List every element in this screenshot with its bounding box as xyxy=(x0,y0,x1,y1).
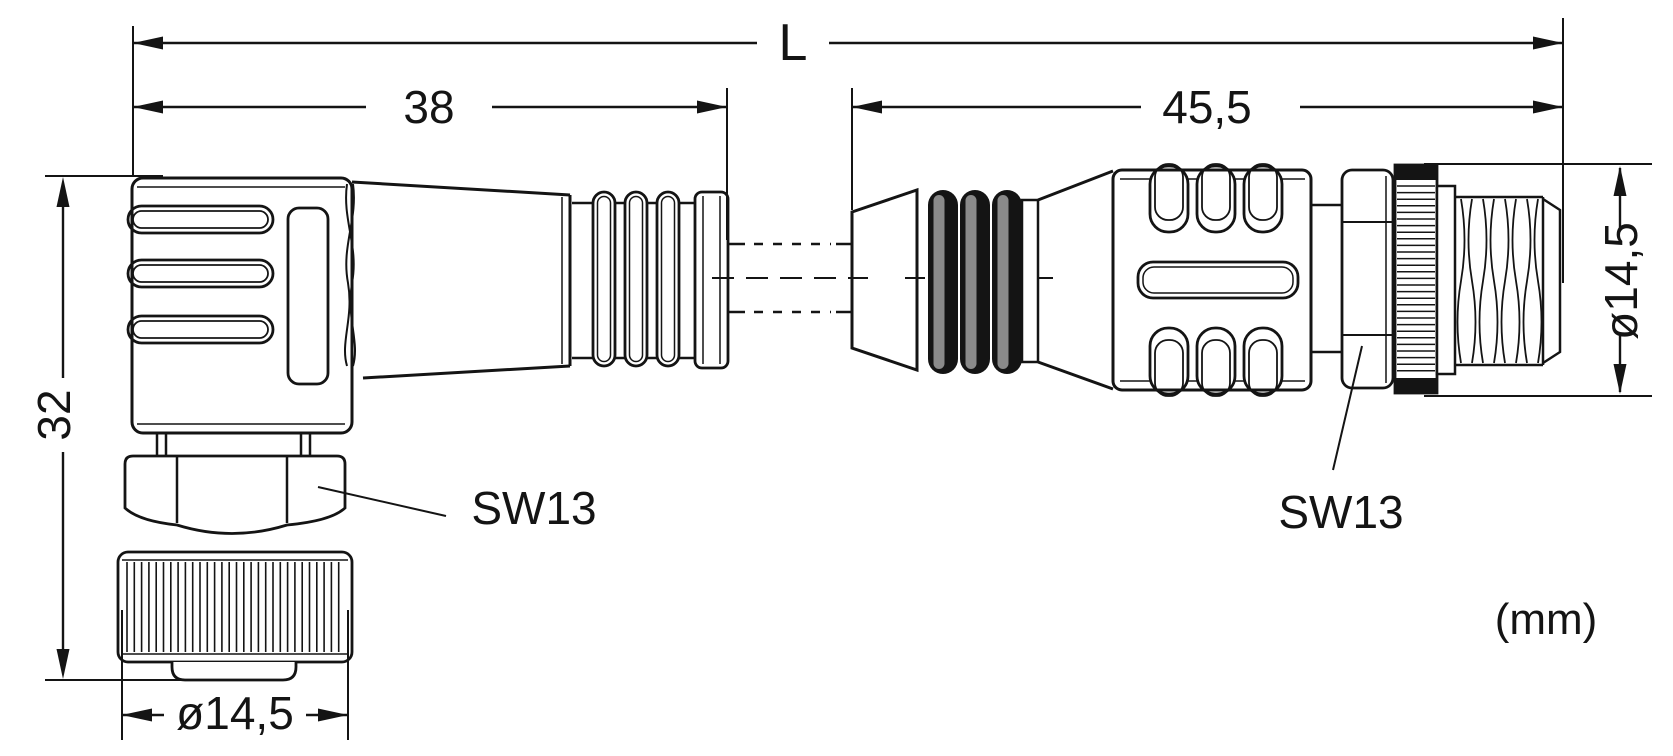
unit-note: (mm) xyxy=(1495,595,1598,644)
left-connector-clip xyxy=(343,183,357,367)
left-boot-ribs xyxy=(591,190,681,368)
label-left-wrench-size: SW13 xyxy=(471,482,596,534)
extension-lines xyxy=(45,18,1652,740)
right-boot-collar xyxy=(1020,198,1040,364)
right-coupling-hex xyxy=(1340,168,1395,390)
right-step-ring xyxy=(1435,184,1457,376)
right-boot-seal-rings xyxy=(928,190,1022,374)
right-knurled-ring xyxy=(1393,163,1439,395)
callout-left-wrench: SW13 xyxy=(317,482,597,534)
dim-label-right-diameter: ø14,5 xyxy=(1595,222,1647,340)
left-connector-neck xyxy=(155,433,312,457)
right-straight-connector xyxy=(850,163,1562,397)
right-boot-cone xyxy=(1037,169,1114,391)
left-knurled-ring xyxy=(116,550,354,664)
dimension-left-height: 32 xyxy=(28,177,80,679)
right-connector-neck xyxy=(1311,203,1342,354)
dim-label-right-length: 45,5 xyxy=(1162,81,1252,133)
dimension-left-length: 38 xyxy=(133,81,727,133)
callout-right-wrench: SW13 xyxy=(1278,345,1404,538)
dimension-left-diameter: ø14,5 xyxy=(122,687,348,739)
dimension-right-diameter: ø14,5 xyxy=(1595,166,1647,394)
left-connector-grip-slots xyxy=(126,204,275,345)
dimension-overall-length: L xyxy=(133,14,1563,72)
right-cable-boot xyxy=(850,187,919,373)
right-thread xyxy=(1455,195,1562,367)
right-body-top-slots xyxy=(1148,163,1284,234)
left-connector-latch-slot xyxy=(286,206,330,386)
dimension-right-length: 45,5 xyxy=(852,81,1563,133)
dim-label-left-length: 38 xyxy=(403,81,454,133)
thread-tip xyxy=(1542,197,1562,365)
cable-break xyxy=(727,242,853,314)
dim-label-left-height: 32 xyxy=(28,389,80,440)
left-boot-collar xyxy=(693,190,730,370)
left-connector-body xyxy=(130,176,354,435)
left-coupling-hex xyxy=(123,454,347,535)
left-connector-lip xyxy=(170,662,298,682)
right-body-bottom-slots xyxy=(1148,326,1284,397)
left-angled-connector xyxy=(116,176,730,682)
label-right-wrench-size: SW13 xyxy=(1278,486,1403,538)
dim-label-left-diameter: ø14,5 xyxy=(176,687,294,739)
dim-label-overall-length: L xyxy=(779,14,808,72)
right-body-center-slot xyxy=(1136,260,1300,300)
